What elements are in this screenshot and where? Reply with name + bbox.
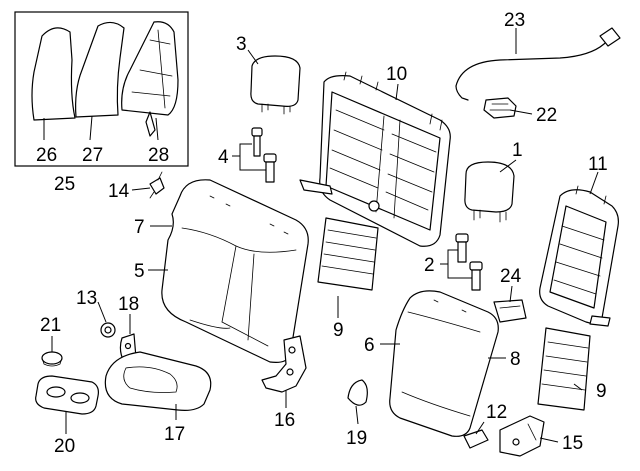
leader-lines — [43, 28, 599, 443]
part-19-clip — [347, 379, 368, 406]
callout-12: 12 — [486, 402, 507, 423]
callout-9-upper: 9 — [333, 320, 344, 341]
part-21-cap — [41, 351, 63, 367]
callout-19: 19 — [346, 428, 367, 449]
part-9-pad-lower — [537, 327, 591, 411]
callout-13: 13 — [76, 288, 97, 309]
callout-20: 20 — [54, 436, 75, 457]
callout-21: 21 — [40, 315, 61, 336]
part-13-nut — [100, 322, 116, 338]
callout-16: 16 — [274, 410, 295, 431]
part-26-panel — [31, 27, 76, 121]
part-4-guides — [251, 127, 277, 183]
part-10-seatback-frame — [299, 71, 451, 247]
callout-10: 10 — [386, 64, 407, 85]
callout-1: 1 — [512, 140, 523, 161]
callout-5: 5 — [134, 261, 145, 282]
part-17-armrest — [104, 351, 212, 411]
part-1-headrest — [464, 161, 515, 223]
part-12-cover — [463, 429, 489, 449]
callout-6: 6 — [364, 335, 375, 356]
callout-7: 7 — [134, 217, 145, 238]
callout-28: 28 — [148, 145, 169, 166]
inset-frame — [14, 11, 189, 167]
part-16-hinge — [261, 335, 307, 393]
part-5-seatback — [161, 179, 309, 363]
part-15-bracket — [499, 415, 545, 457]
part-2-guides — [455, 233, 483, 291]
part-22-bracket — [483, 97, 517, 119]
part-9-pad-upper — [317, 217, 379, 291]
part-20-cupholder — [35, 375, 99, 415]
part-14-clip — [149, 171, 165, 199]
callout-11: 11 — [588, 154, 608, 175]
callout-24: 24 — [500, 266, 522, 287]
callout-14: 14 — [108, 181, 130, 202]
callout-22: 22 — [536, 105, 557, 126]
part-11-frame — [539, 185, 619, 327]
callout-15: 15 — [562, 433, 583, 454]
callout-25: 25 — [54, 174, 75, 195]
part-24-latch — [493, 299, 527, 323]
callout-17: 17 — [164, 424, 185, 445]
callout-labels: 26 27 28 25 3 4 10 23 22 1 2 11 24 9 9 7… — [36, 10, 608, 457]
part-6-seatback — [389, 290, 499, 437]
callout-4: 4 — [218, 147, 229, 168]
callout-2: 2 — [424, 255, 435, 276]
callout-8: 8 — [510, 349, 521, 370]
callout-9-lower: 9 — [596, 381, 607, 402]
part-28-panel — [121, 21, 179, 137]
callout-27: 27 — [82, 145, 103, 166]
callout-26: 26 — [36, 145, 57, 166]
part-3-headrest — [250, 55, 301, 115]
callout-23: 23 — [504, 10, 525, 31]
part-27-panel — [75, 21, 125, 118]
callout-3: 3 — [236, 34, 247, 55]
callout-18: 18 — [118, 294, 139, 315]
part-23-harness — [455, 27, 621, 101]
